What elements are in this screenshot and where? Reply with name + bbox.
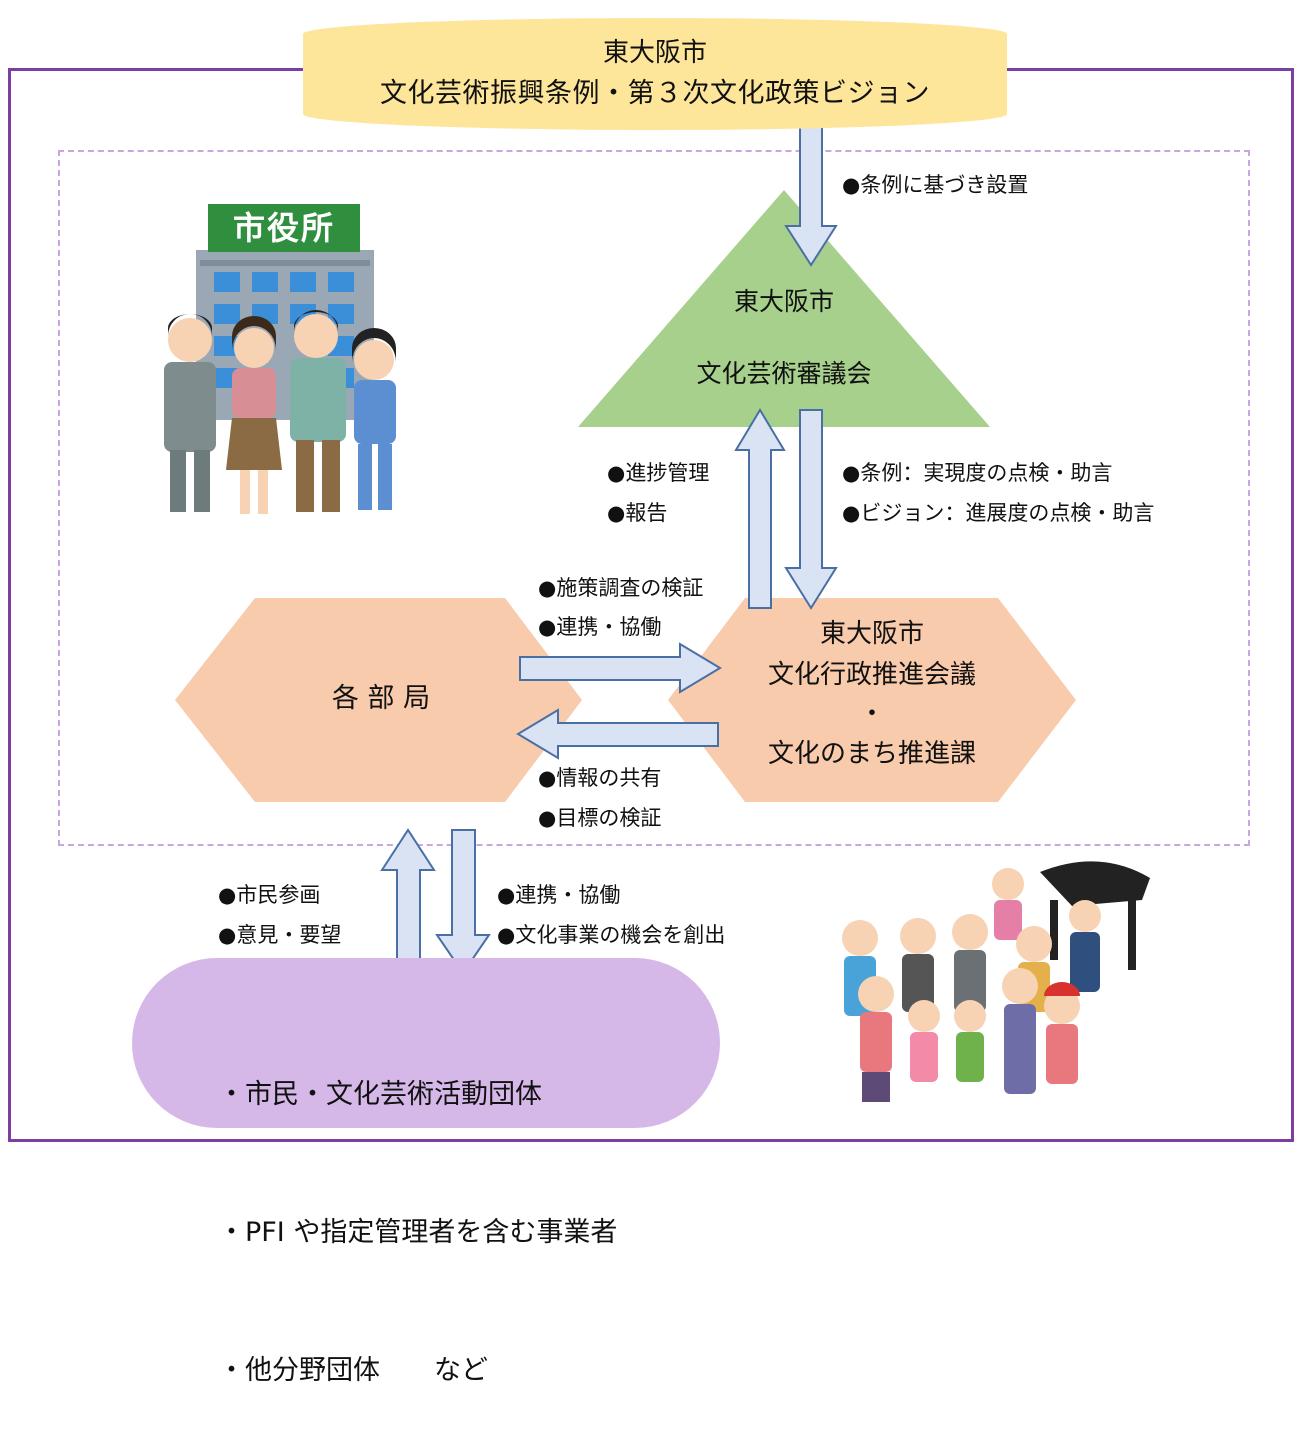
arrow-up-to-council	[734, 408, 786, 609]
label-progress: ●進捗管理	[607, 461, 710, 485]
stakeholder-citizens: ・市民・文化芸術活動団体	[218, 1079, 542, 1110]
label-cooperation-bottom: ●連携・協働	[497, 883, 621, 907]
arrow-down-to-stakeholders	[435, 829, 491, 975]
city-boundary-dashed-frame	[58, 150, 1250, 846]
promotion-separator: ・	[858, 699, 885, 729]
departments-hexagon	[175, 598, 582, 802]
council-city-name: 東大阪市	[733, 287, 834, 316]
staff-figures	[164, 310, 396, 514]
label-goal-verify: ●目標の検証	[538, 806, 662, 830]
ordinance-vision-banner: 東大阪市 文化芸術振興条例・第３次文化政策ビジョン	[303, 18, 1007, 130]
arrow-down-to-promotion	[784, 409, 838, 610]
label-cooperation-top: ●連携・協働	[538, 615, 662, 639]
label-establish: ●条例に基づき設置	[842, 173, 1029, 197]
city-hall-sign: 市役所	[232, 209, 335, 247]
stakeholder-businesses: ・PFI や指定管理者を含む事業者	[218, 1217, 618, 1248]
arrow-up-to-departments	[380, 828, 436, 973]
citizens-illustration	[842, 861, 1150, 1102]
arrow-left-to-departments	[516, 708, 719, 760]
arrow-right-to-promotion	[519, 642, 722, 694]
diagram-shapes	[164, 119, 1150, 1102]
banner-title: 文化芸術振興条例・第３次文化政策ビジョン	[380, 78, 930, 109]
promotion-text: 東大阪市 文化行政推進会議 ・ 文化のまち推進課	[730, 614, 1014, 776]
label-ordinance-check: ●条例：実現度の点検・助言	[842, 461, 1113, 485]
arrow-banner-to-council	[784, 119, 838, 267]
banner-city-name: 東大阪市	[602, 38, 707, 68]
promotion-division: 文化のまち推進課	[767, 739, 976, 769]
promotion-hexagon	[668, 598, 1076, 802]
label-citizen-participation: ●市民参画	[218, 883, 321, 907]
label-opinion-request: ●意見・要望	[218, 923, 342, 947]
label-policy-verify: ●施策調査の検証	[538, 576, 704, 600]
promotion-city-name: 東大阪市	[819, 619, 924, 649]
city-hall-illustration	[164, 204, 396, 514]
label-vision-check: ●ビジョン：進展度の点検・助言	[842, 501, 1155, 525]
stakeholders-text: ・市民・文化芸術活動団体 ・PFI や指定管理者を含む事業者 ・他分野団体 など	[218, 980, 617, 1440]
promotion-council: 文化行政推進会議	[767, 660, 976, 690]
label-info-share: ●情報の共有	[538, 766, 662, 790]
council-triangle	[578, 190, 990, 427]
stakeholders-pill	[132, 958, 720, 1128]
council-title: 文化芸術審議会	[696, 359, 872, 388]
label-report: ●報告	[607, 501, 668, 525]
departments-label: 各 部 局	[331, 683, 431, 714]
stakeholder-other-groups: ・他分野団体 など	[218, 1355, 488, 1386]
label-create-opportunity: ●文化事業の機会を創出	[497, 923, 726, 947]
